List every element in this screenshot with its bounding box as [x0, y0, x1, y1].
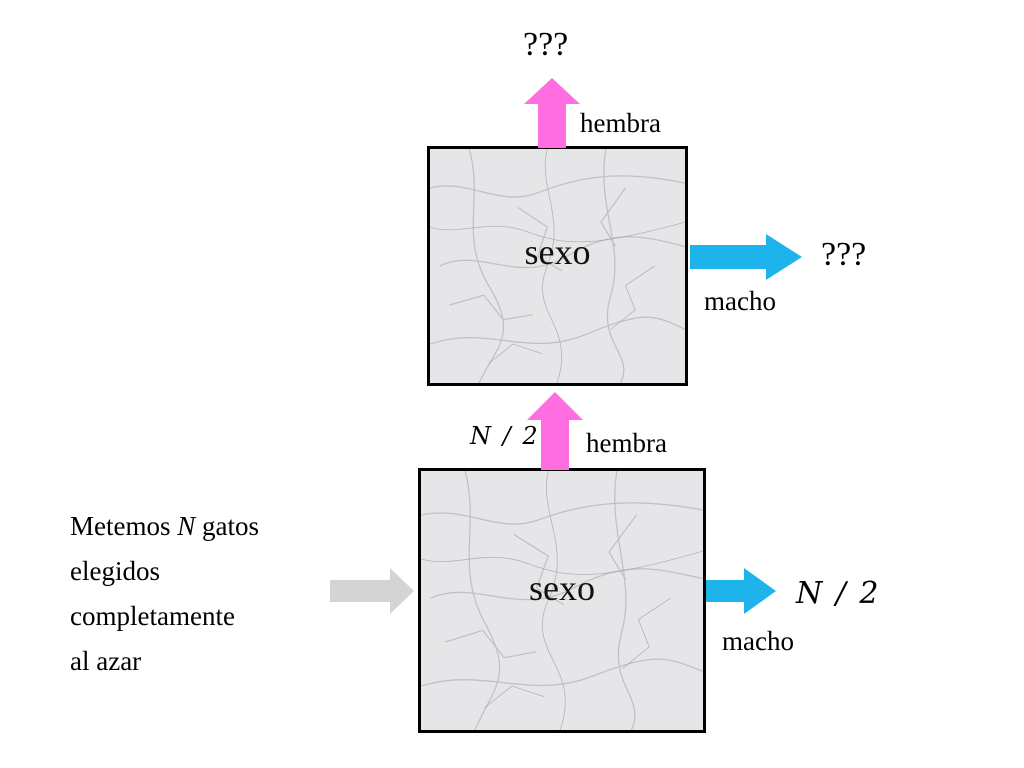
top-male-result: ??? — [821, 236, 867, 273]
intro-line-1-before: Metemos — [70, 511, 171, 541]
top-female-label: hembra — [580, 108, 661, 138]
bottom-male-count: N / 2 — [796, 576, 881, 611]
top-male-label: macho — [704, 286, 776, 316]
input-arrow-icon — [330, 568, 414, 614]
bottom-male-label: macho — [722, 626, 794, 656]
intro-text: Metemos N gatos elegidos completamente a… — [70, 504, 259, 684]
marble-texture — [421, 471, 703, 730]
intro-line-1-after: gatos — [202, 511, 260, 541]
top-sexo-box: sexo — [427, 146, 688, 386]
bottom-female-label: hembra — [586, 428, 667, 458]
top-box-label: sexo — [524, 232, 591, 272]
intro-line-2: elegidos — [70, 556, 160, 586]
bottom-female-arrow-icon — [527, 392, 583, 470]
bottom-male-arrow-icon — [706, 568, 776, 614]
intro-line-3: completamente — [70, 601, 235, 631]
intro-line-1: Metemos N gatos — [70, 504, 259, 549]
top-female-result: ??? — [523, 26, 569, 63]
bottom-sexo-box: sexo — [418, 468, 706, 733]
marble-texture — [430, 149, 685, 383]
intro-line-4: al azar — [70, 646, 142, 676]
top-female-arrow-icon — [524, 78, 580, 148]
bottom-box-label: sexo — [529, 568, 595, 608]
bottom-female-count: N / 2 — [470, 422, 540, 450]
top-male-arrow-icon — [690, 234, 802, 280]
intro-variable-n: N — [177, 511, 196, 541]
